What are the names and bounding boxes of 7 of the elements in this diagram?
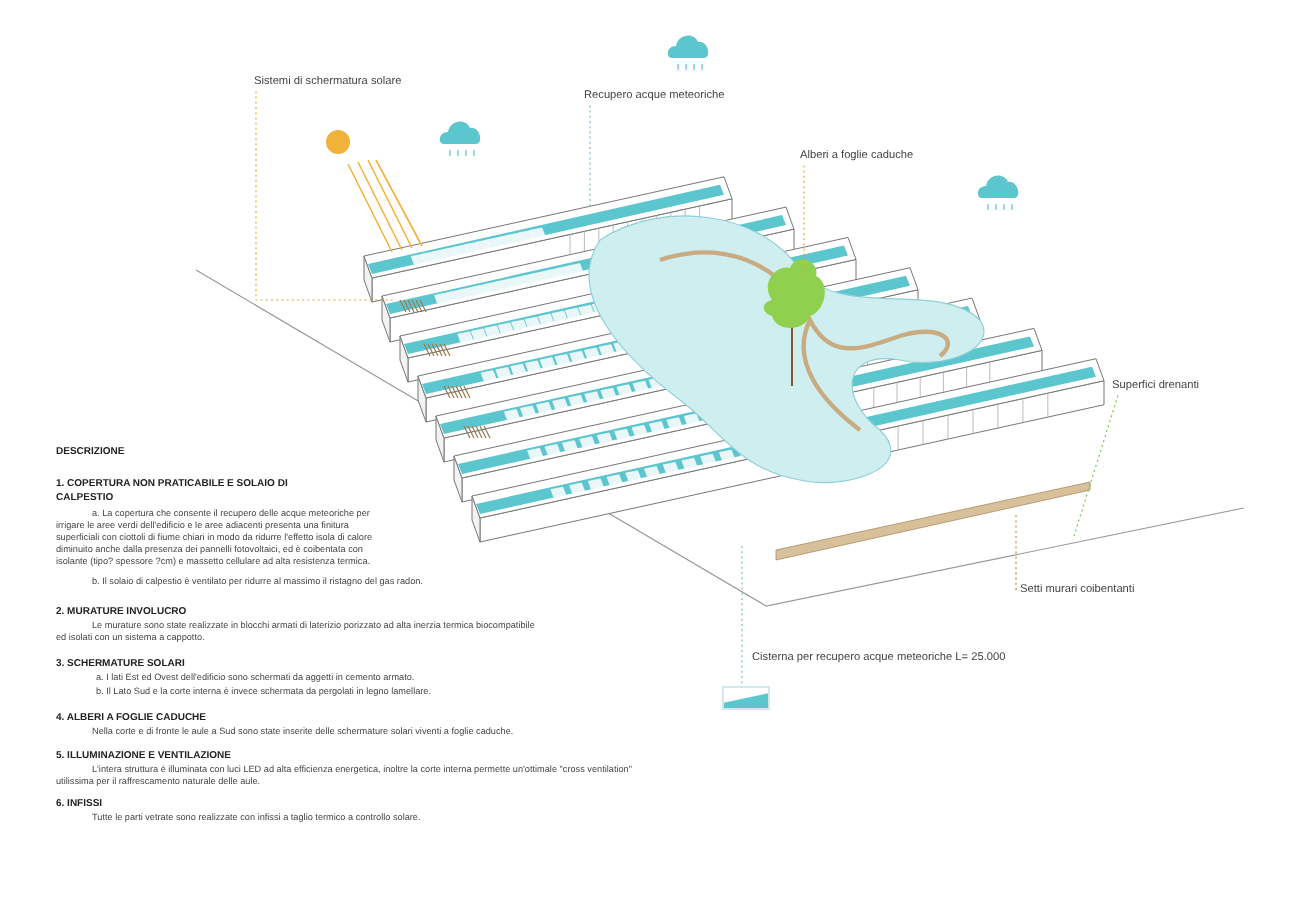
leader-line	[741, 545, 743, 687]
cistern-tank-icon	[722, 686, 770, 710]
leader-line	[1073, 394, 1119, 537]
leader-line	[1015, 511, 1017, 591]
leader-line	[255, 90, 397, 301]
leader-line	[803, 164, 805, 281]
leader-line	[589, 104, 591, 209]
